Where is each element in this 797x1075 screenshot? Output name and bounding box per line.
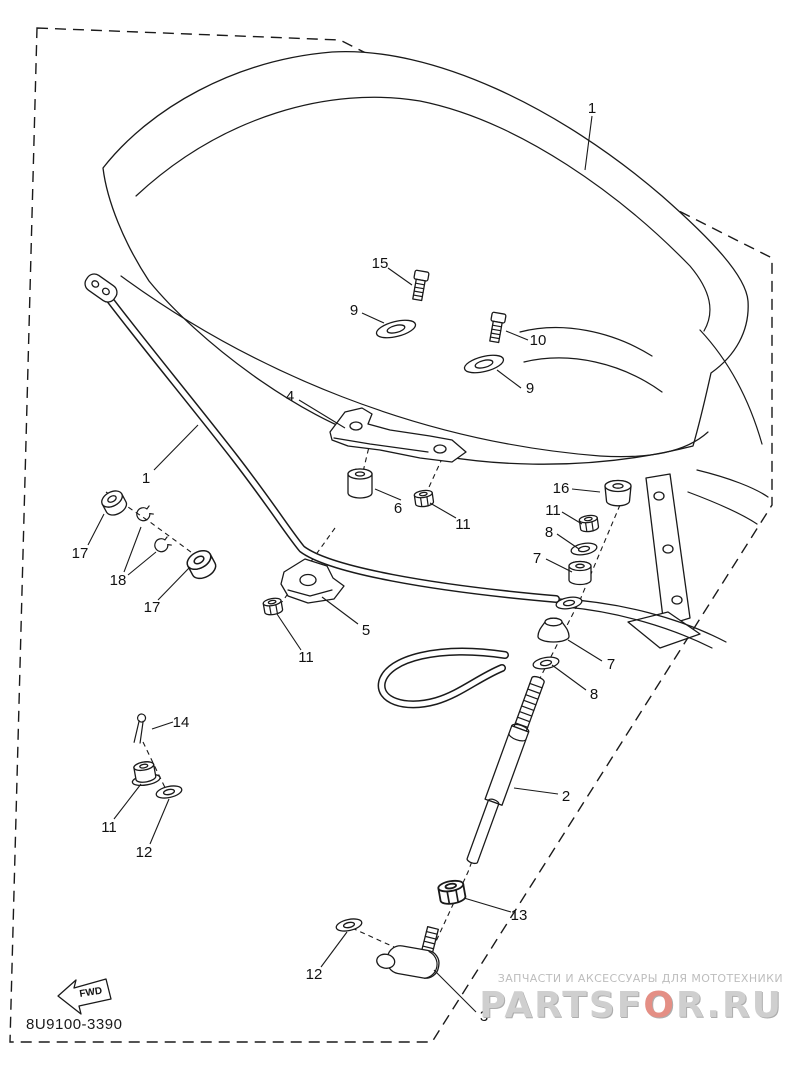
part-callout-10: 10: [530, 332, 547, 349]
watermark-brand-right: R.RU: [675, 985, 783, 1026]
part-callout-11: 11: [101, 819, 117, 836]
part-ball-joint-3: [376, 926, 440, 979]
part-collar-16: [604, 479, 632, 507]
part-bushing-7r: [568, 560, 592, 586]
watermark-brand: PARTSFOR.RU: [479, 985, 783, 1026]
diagram-dashed-border: [9, 27, 773, 1043]
part-callout-12: 12: [136, 844, 153, 861]
part-callout-8: 8: [590, 686, 598, 703]
part-callout-8: 8: [545, 524, 553, 541]
part-lock-wire-loop: [377, 647, 509, 709]
part-callout-17: 17: [144, 599, 161, 616]
part-callout-9: 9: [350, 302, 358, 319]
part-callout-17: 17: [72, 545, 89, 562]
part-callout-11: 11: [455, 516, 471, 533]
part-bushing-17a: [98, 487, 130, 519]
watermark: ЗАПЧАСТИ И АКСЕССУАРЫ ДЛЯ МОТОТЕХНИКИ PA…: [479, 972, 783, 1026]
part-callout-5: 5: [362, 622, 370, 639]
part-bushing-17b: [183, 546, 220, 583]
part-nut-11c: [413, 488, 435, 509]
part-callout-7: 7: [607, 656, 615, 673]
part-callout-12: 12: [306, 966, 323, 983]
part-callout-18: 18: [110, 572, 127, 589]
fwd-label: FWD: [79, 986, 103, 1000]
watermark-tagline: ЗАПЧАСТИ И АКСЕССУАРЫ ДЛЯ МОТОТЕХНИКИ: [497, 972, 783, 985]
watermark-brand-accent: O: [643, 985, 676, 1026]
part-pin-14: [133, 713, 147, 744]
part-callout-9: 9: [526, 380, 534, 397]
diagram-code: 8U9100-3390: [26, 1016, 123, 1033]
part-callout-4: 4: [286, 388, 294, 405]
fwd-arrow: FWD: [57, 978, 112, 1015]
part-damper-6: [347, 468, 373, 499]
watermark-brand-left: PARTSF: [479, 985, 644, 1026]
part-nut-13: [436, 878, 468, 907]
part-seat: [102, 50, 763, 465]
part-callout-13: 13: [511, 907, 528, 924]
part-callout-2: 2: [562, 788, 570, 805]
part-callout-16: 16: [553, 480, 570, 497]
part-seat-rail: [84, 273, 560, 603]
part-nut-11a-flanged: [131, 761, 161, 787]
part-callout-11: 11: [545, 502, 561, 519]
part-rod-2: [466, 675, 545, 865]
part-clip-18b: [152, 535, 174, 555]
part-callout-3: 3: [480, 1008, 488, 1025]
part-callout-11: 11: [298, 649, 314, 666]
part-bracket-5: [280, 558, 345, 604]
part-washer-8b: [531, 654, 561, 672]
part-callout-6: 6: [394, 500, 402, 517]
part-callout-15: 15: [372, 255, 389, 272]
part-washer-12b: [334, 916, 364, 934]
part-damper-7b: [537, 617, 570, 643]
part-callout-7: 7: [533, 550, 541, 567]
part-bracket-4: [329, 407, 467, 463]
leader-lines: [87, 115, 603, 1013]
part-nut-11b: [262, 596, 284, 617]
part-washer-12a: [154, 783, 184, 801]
part-seat-hinge-bracket: [559, 469, 769, 649]
part-callout-1: 1: [142, 470, 150, 487]
part-callout-1: 1: [588, 100, 596, 117]
part-washer-8r: [569, 540, 599, 558]
part-callout-14: 14: [173, 714, 190, 731]
